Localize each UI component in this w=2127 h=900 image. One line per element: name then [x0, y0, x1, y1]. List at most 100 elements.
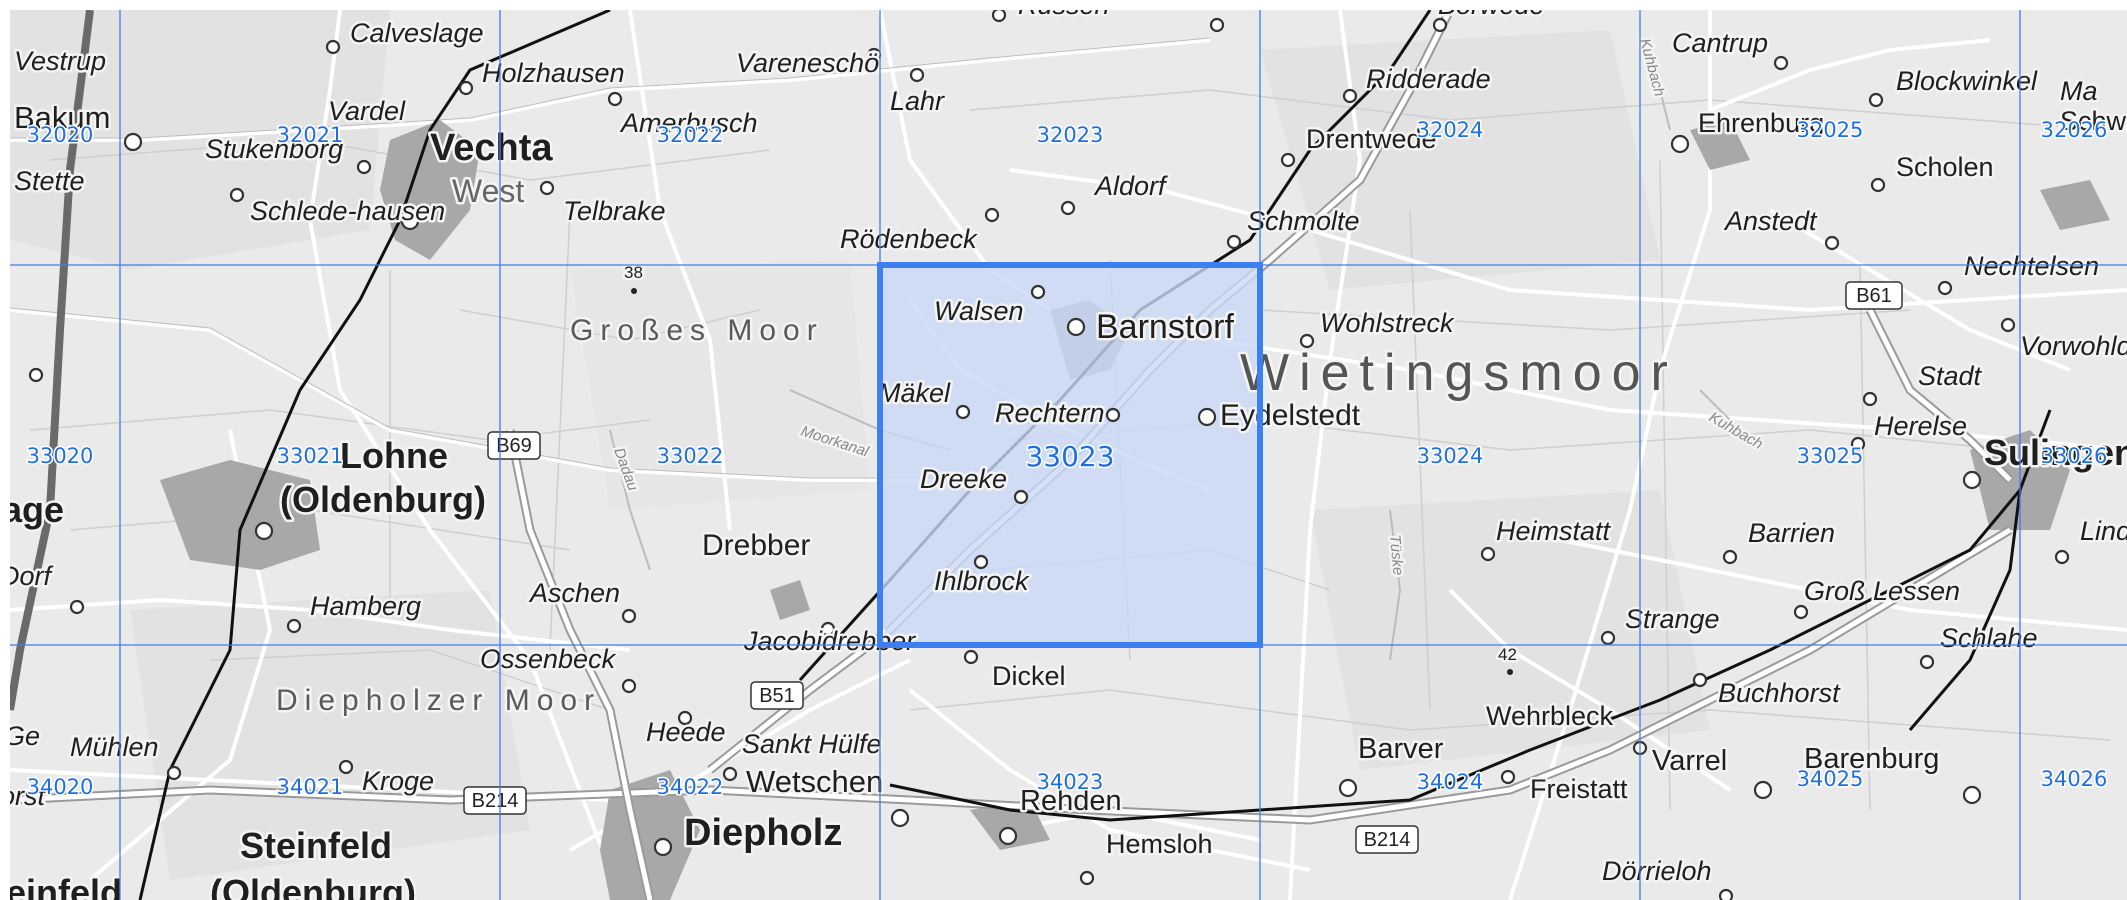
spot-height-marker — [1507, 669, 1513, 675]
place-label: Blockwinkel — [1896, 66, 2038, 96]
svg-text:B69: B69 — [496, 435, 532, 457]
place-label: Barrien — [1748, 518, 1835, 548]
tile-label[interactable]: 32026 — [2039, 117, 2109, 144]
place-label: Vareneschö — [736, 48, 879, 78]
tile-label[interactable]: 34024 — [1415, 769, 1485, 796]
place-label: Vorwohlde — [2020, 331, 2127, 361]
tile-label[interactable]: 33025 — [1795, 443, 1865, 470]
place-label: Lohne — [340, 435, 448, 476]
tile-label[interactable]: 34020 — [25, 774, 95, 801]
svg-text:B51: B51 — [759, 685, 795, 707]
tile-label-selected[interactable]: 33023 — [1024, 439, 1116, 475]
selected-tile-border[interactable] — [877, 262, 1263, 648]
tile-label[interactable]: 34023 — [1035, 769, 1105, 796]
tile-label[interactable]: 32025 — [1795, 117, 1865, 144]
spot-height-label: 38 — [624, 263, 643, 282]
place-label: Rehden — [1020, 785, 1122, 817]
place-label: Buchhorst — [1718, 678, 1841, 708]
place-label: Barenburg — [1804, 743, 1939, 775]
place-label: Herelse — [1874, 411, 1967, 441]
road-shield: B214 — [463, 786, 527, 815]
place-label: Vechta — [430, 127, 553, 169]
spot-height-label: 42 — [1498, 645, 1517, 664]
tile-label[interactable]: 34021 — [275, 774, 345, 801]
place-label: Schlede-hausen — [250, 196, 445, 226]
region-label: Wietingsmoor — [1240, 344, 1678, 402]
place-label: Barnstorf — [1096, 308, 1234, 346]
place-label: Aldorf — [1093, 171, 1168, 201]
tile-label[interactable]: 33022 — [655, 443, 725, 470]
place-label: Scholen — [1896, 152, 1994, 182]
place-label: Borwede — [1438, 10, 1545, 20]
minor-roads — [10, 10, 2127, 900]
place-label: Wehrbleck — [1486, 701, 1614, 731]
place-label: Ihlbrock — [934, 566, 1030, 596]
road-shield: B61 — [1845, 281, 1903, 310]
map-canvas[interactable]: Großes Moor Wietingsmoor Diepholzer Moor… — [10, 10, 2127, 900]
place-label: Wohlstreck — [1320, 308, 1455, 338]
tile-label[interactable]: 33026 — [2039, 443, 2109, 470]
place-label: Bakum — [14, 100, 110, 135]
tile-label[interactable]: 33021 — [275, 443, 345, 470]
tile-label[interactable]: 32022 — [655, 122, 725, 149]
tile-label[interactable]: 32021 — [275, 122, 345, 149]
road-shield: B51 — [750, 681, 804, 710]
place-label: Drentwede — [1306, 124, 1437, 154]
place-label: Schmolte — [1247, 206, 1360, 236]
road-shield: B214 — [1355, 825, 1419, 854]
place-label: Amerbusch — [619, 108, 758, 138]
svg-text:B214: B214 — [1364, 829, 1411, 851]
place-label: Ge — [10, 721, 40, 751]
place-label: Mühlen — [70, 732, 159, 762]
place-label: Dörrieloh — [1602, 856, 1712, 886]
place-label: Sulingen — [1984, 432, 2127, 473]
place-label: Cantrup — [1672, 28, 1768, 58]
place-label: Telbrake — [563, 196, 666, 226]
svg-text:B214: B214 — [472, 790, 519, 812]
place-label: Walsen — [934, 296, 1024, 326]
place-label: Diepholz — [684, 812, 842, 854]
place-label: Rechtern — [995, 398, 1105, 428]
tile-label[interactable]: 34022 — [655, 774, 725, 801]
place-label: Stadt — [1918, 361, 1983, 391]
place-label: Calveslage — [350, 18, 484, 48]
waterways — [609, 49, 1751, 661]
place-label: Ridderade — [1366, 64, 1491, 94]
place-label: Heede — [646, 717, 726, 747]
place-label: Dorf — [10, 561, 54, 591]
place-label: Strange — [1625, 604, 1720, 634]
place-label: Freistatt — [1530, 774, 1628, 804]
region-label: Diepholzer Moor — [276, 684, 601, 717]
place-label: Stette — [14, 166, 85, 196]
tile-label[interactable]: 34026 — [2039, 766, 2109, 793]
place-label: Ma — [2060, 76, 2098, 106]
place-label: Mäkel — [878, 378, 951, 408]
road-shield: B69 — [487, 431, 541, 460]
place-label: West — [452, 173, 524, 209]
place-label: Hamberg — [310, 591, 421, 621]
tile-labels: 32020 32021 32022 32023 32024 32025 3202… — [25, 117, 2109, 801]
map-viewport[interactable]: Großes Moor Wietingsmoor Diepholzer Moor… — [10, 10, 2127, 900]
tile-label[interactable]: 32024 — [1415, 117, 1485, 144]
place-label: Dreeke — [920, 464, 1007, 494]
place-label: Ossenbeck — [480, 644, 617, 674]
tile-label[interactable]: 32023 — [1035, 122, 1105, 149]
tile-label[interactable]: 32020 — [25, 122, 95, 149]
region-label: Großes Moor — [570, 314, 824, 347]
place-label: Nechtelsen — [1964, 251, 2099, 281]
tile-label[interactable]: 33020 — [25, 443, 95, 470]
place-label: Steinfeld — [240, 825, 392, 866]
place-label: Lahr — [890, 86, 945, 116]
place-label: Varrel — [1652, 745, 1727, 777]
place-label: Eydelstedt — [1220, 399, 1361, 432]
place-label: Ehrenburg — [1698, 108, 1824, 138]
place-label: Dickel — [992, 661, 1066, 691]
place-label: Wetschen — [746, 764, 883, 799]
place-label: Schwaförden — [2060, 106, 2127, 136]
spot-height-marker — [631, 288, 637, 294]
terrain-patches — [10, 10, 1710, 880]
tile-label[interactable]: 34025 — [1795, 766, 1865, 793]
place-label: Groß Lessen — [1804, 576, 1960, 606]
place-label: Drebber — [702, 529, 810, 562]
tile-label[interactable]: 33024 — [1415, 443, 1485, 470]
